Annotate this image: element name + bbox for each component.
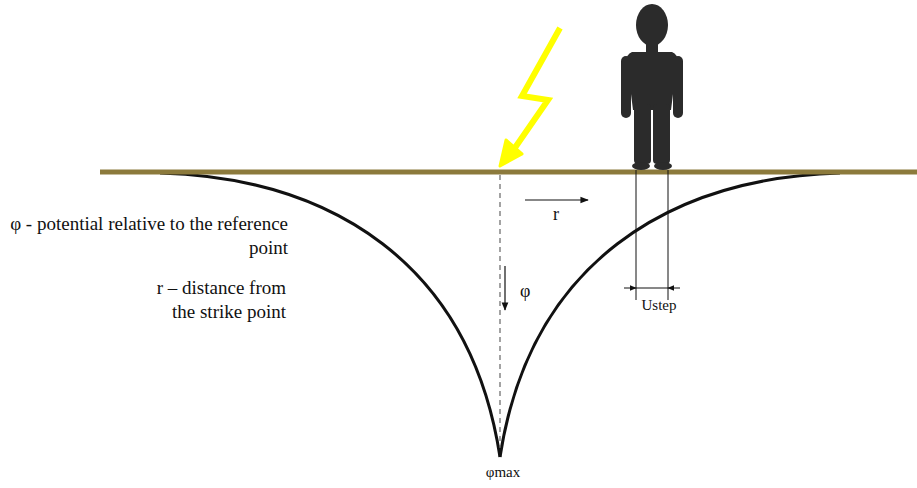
voltage-label: Ustep (642, 296, 677, 315)
step-voltage-dimension (624, 170, 680, 300)
axis-label: φ (520, 280, 530, 303)
phi-direction-arrow (504, 266, 505, 310)
legend-note: r – distance from the strike point (154, 276, 286, 324)
ground-line (100, 170, 917, 175)
r-direction-arrow (525, 199, 588, 200)
potential-label: φmax (486, 463, 520, 482)
lightning-bolt (500, 28, 560, 166)
potential-curve (500, 173, 840, 457)
axis-label: r (553, 203, 559, 226)
axis-dashed-line (499, 175, 500, 448)
legend-note: φ - potential relative to the reference … (3, 212, 288, 260)
person-silhouette (621, 4, 683, 170)
